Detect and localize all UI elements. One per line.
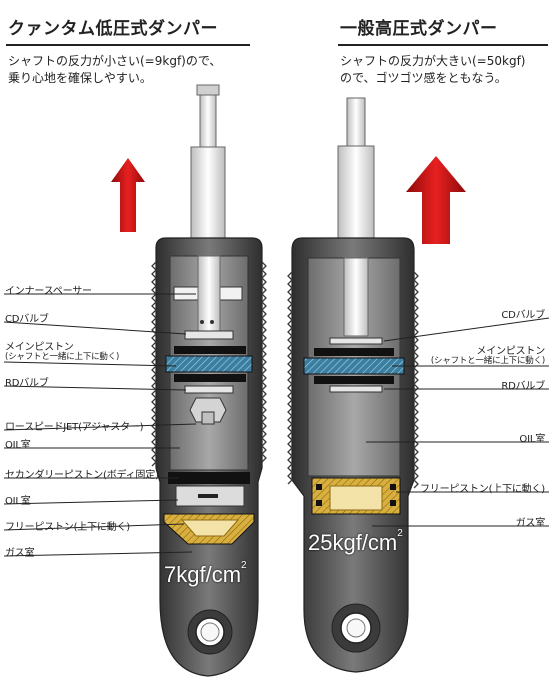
left-subtitle-line2: 乗り心地を確保しやすい。 <box>8 71 152 85</box>
label-left-main-piston-note: (シャフトと一緒に上下に動く) <box>5 352 120 362</box>
right-leader-lines <box>366 317 550 527</box>
label-left-free-piston: フリーピストン(上下に動く) <box>5 522 131 533</box>
left-gas-pressure-exp: 2 <box>241 560 247 571</box>
left-main-piston <box>165 355 253 373</box>
label-low-speed-jet: ロースピードJET(アジャスター) <box>5 422 144 433</box>
right-shaft-tip <box>346 97 366 147</box>
right-up-arrow <box>406 156 466 244</box>
left-rd-valve <box>184 385 234 394</box>
label-right-main-piston: メインピストン <box>476 346 545 357</box>
right-gas-pressure: 25kgf/cm2 <box>308 528 403 556</box>
label-right-cd-valve: CDバルブ <box>501 310 545 321</box>
label-right-main-piston-note: (シャフトと一緒に上下に動く) <box>430 356 545 366</box>
right-main-piston <box>303 357 405 375</box>
right-cd-valve <box>329 337 383 345</box>
label-right-oil-chamber: OIL室 <box>519 434 545 445</box>
left-secondary-piston <box>168 472 250 484</box>
right-rd-valve <box>329 385 383 393</box>
label-left-rd-valve: RDバルブ <box>5 378 49 389</box>
left-shaft <box>190 146 226 240</box>
right-subtitle-line1: シャフトの反力が大きい(=50kgf) <box>340 54 526 68</box>
label-left-oil-chamber-2: OIL室 <box>5 496 31 507</box>
left-gas-pressure: 7kgf/cm2 <box>164 560 247 588</box>
right-subtitle-line2: ので、ゴツゴツ感をともなう。 <box>340 71 507 85</box>
left-title-rule <box>6 44 250 46</box>
label-left-oil-chamber-1: OIL室 <box>5 440 31 451</box>
label-left-main-piston: メインピストン <box>5 342 74 353</box>
label-inner-spacer: インナースペーサー <box>5 286 92 297</box>
right-gas-pressure-value: 25kgf/cm <box>308 530 398 555</box>
right-gas-pressure-exp: 2 <box>397 528 403 539</box>
left-damper <box>111 84 267 677</box>
label-left-cd-valve: CDバルブ <box>5 314 49 325</box>
label-right-free-piston: フリーピストン(上下に動く) <box>419 484 545 495</box>
right-damper <box>287 97 466 673</box>
right-shaft <box>337 145 375 241</box>
left-title: クァンタム低圧式ダンパー <box>8 19 218 39</box>
label-secondary-piston: セカンダリーピストン(ボディ固定) <box>5 470 159 481</box>
left-cd-valve <box>184 330 234 340</box>
right-title-rule <box>338 44 548 46</box>
left-low-speed-jet <box>189 397 227 423</box>
left-gas-pressure-value: 7kgf/cm <box>164 562 242 587</box>
right-subtitle: シャフトの反力が大きい(=50kgf) ので、ゴツゴツ感をともなう。 <box>340 53 525 87</box>
right-title: 一般高圧式ダンパー <box>340 19 498 39</box>
left-leader-lines <box>3 293 197 557</box>
label-left-gas-chamber: ガス室 <box>5 548 35 559</box>
left-subtitle-line1: シャフトの反力が小さい(=9kgf)ので、 <box>8 54 222 68</box>
left-subtitle: シャフトの反力が小さい(=9kgf)ので、 乗り心地を確保しやすい。 <box>8 53 221 87</box>
label-right-rd-valve: RDバルブ <box>501 381 545 392</box>
label-right-gas-chamber: ガス室 <box>515 518 546 529</box>
left-up-arrow <box>111 158 145 232</box>
